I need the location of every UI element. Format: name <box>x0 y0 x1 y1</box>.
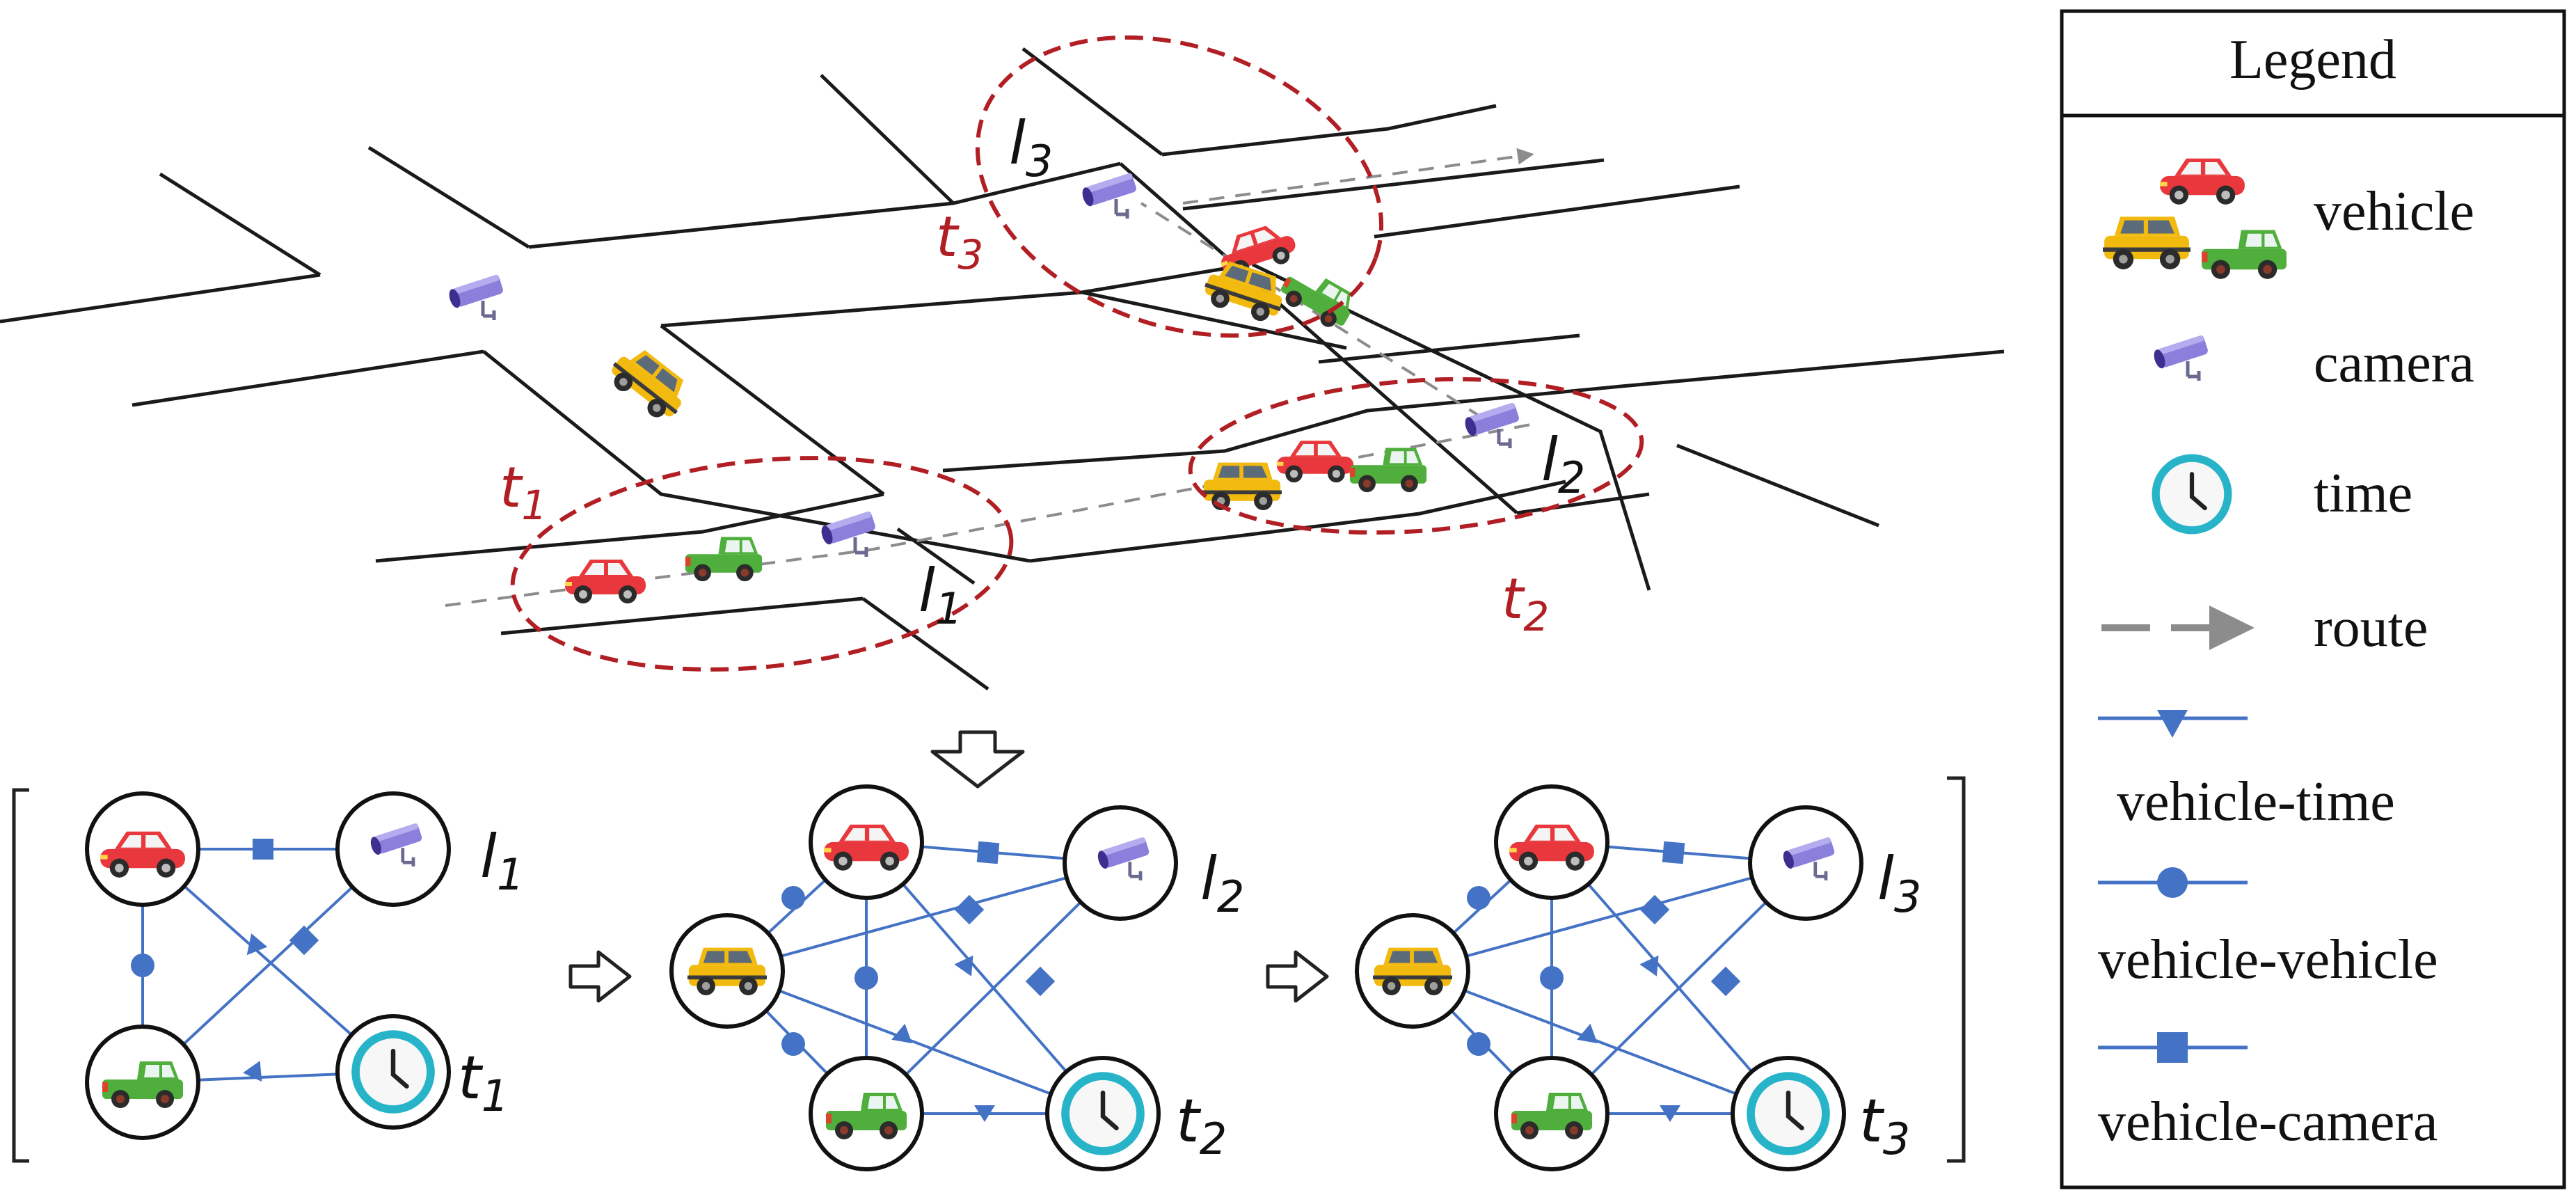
down-arrow-icon <box>930 730 1025 789</box>
legend-vehicle-time-label: vehicle-time <box>2117 771 2395 832</box>
legend-vehicle-label: vehicle <box>2314 181 2474 242</box>
graph-1-camera-label: l1 <box>480 822 524 900</box>
location-label-l2: l2 <box>1541 425 1585 503</box>
circle-edge-icon <box>2098 867 2248 898</box>
legend-panel: Legend vehicle camera time route vehicle… <box>2060 9 2566 1189</box>
graph-2-time-label: t2 <box>1176 1086 1227 1164</box>
legend-vehicle-camera-label: vehicle-camera <box>2098 1091 2438 1153</box>
graph-3-camera-label: l3 <box>1877 844 1921 922</box>
sequence-brackets <box>12 776 1966 1163</box>
legend-time-label: time <box>2314 463 2412 524</box>
clock-node-icon <box>1747 1072 1830 1155</box>
legend-camera-label: camera <box>2314 333 2474 394</box>
graph-3-time-label: t3 <box>1859 1086 1910 1164</box>
square-edge-icon <box>2098 1032 2248 1063</box>
right-arrow-icons <box>569 950 1329 1003</box>
time-label-t1: t1 <box>500 455 547 529</box>
clock-icon <box>2152 454 2232 535</box>
time-label-t2: t2 <box>1502 567 1549 640</box>
location-label-l3: l3 <box>1009 109 1053 187</box>
legend-vehicle-vehicle-label: vehicle-vehicle <box>2098 929 2438 990</box>
graph-3: l3 t3 <box>1355 784 1921 1171</box>
clock-node-icon <box>1061 1072 1145 1155</box>
triangle-edge-icon <box>2098 710 2248 738</box>
graph-2-camera-label: l2 <box>1200 844 1244 922</box>
clock-node-icon <box>351 1030 435 1114</box>
legend-title: Legend <box>2229 29 2396 90</box>
location-label-l1: l1 <box>919 556 962 634</box>
dashed-arrow-icon <box>2101 606 2255 650</box>
graph-2: l2 t2 <box>669 784 1244 1171</box>
scene-vehicles <box>565 219 1427 603</box>
location-ellipses <box>510 35 1644 672</box>
time-label-t3: t3 <box>936 205 983 278</box>
legend-route-label: route <box>2314 597 2428 658</box>
graph-1-time-label: t1 <box>458 1043 509 1121</box>
street-map <box>0 47 2005 691</box>
scene-cameras <box>447 173 1520 557</box>
graph-1: l1 t1 <box>85 791 524 1140</box>
